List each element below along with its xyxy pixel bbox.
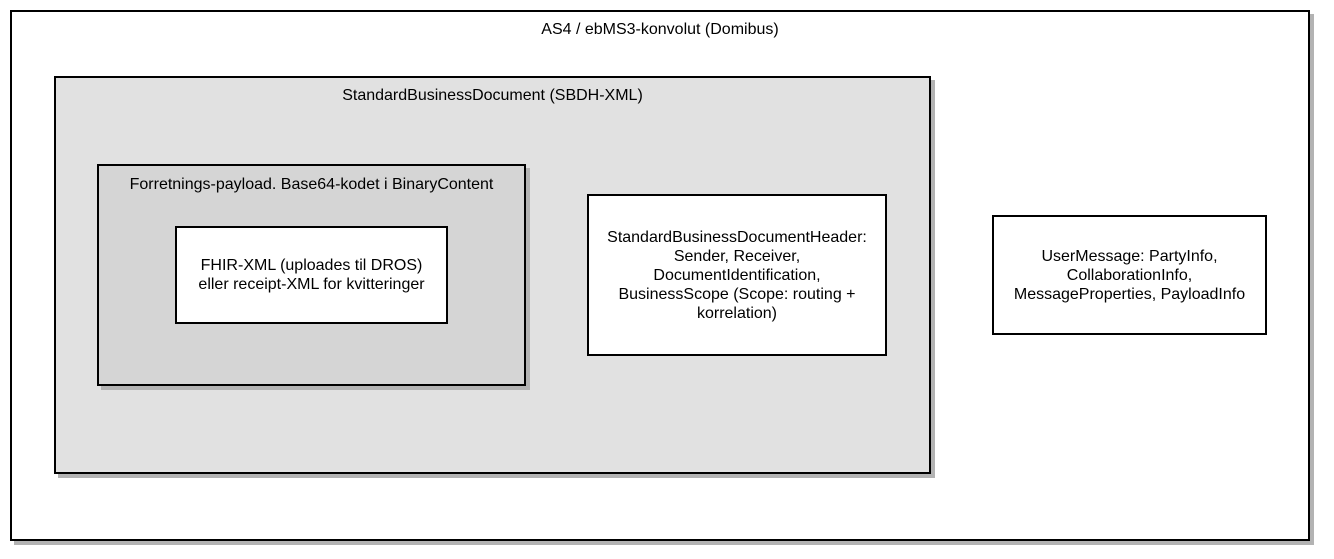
sbdh-line: BusinessScope (Scope: routing + bbox=[618, 285, 856, 303]
sbdh-text: StandardBusinessDocumentHeader: Sender, … bbox=[589, 196, 885, 354]
sbdh-line: StandardBusinessDocumentHeader: bbox=[607, 228, 867, 246]
business-payload-container: Forretnings-payload. Base64-kodet i Bina… bbox=[97, 164, 526, 386]
fhir-text: FHIR-XML (uploades til DROS) eller recei… bbox=[177, 228, 446, 322]
fhir-xml-box: FHIR-XML (uploades til DROS) eller recei… bbox=[175, 226, 448, 324]
fhir-line: eller receipt-XML for kvitteringer bbox=[198, 276, 425, 293]
user-message-line: MessageProperties, PayloadInfo bbox=[1013, 285, 1246, 303]
sbdh-line: Sender, Receiver, bbox=[673, 247, 801, 265]
fhir-line: FHIR-XML (uploades til DROS) bbox=[200, 257, 423, 274]
user-message-line: CollaborationInfo, bbox=[1066, 266, 1193, 284]
sbd-title: StandardBusinessDocument (SBDH-XML) bbox=[342, 87, 643, 104]
user-message-line: UserMessage: PartyInfo, bbox=[1041, 247, 1218, 265]
user-message-box: UserMessage: PartyInfo, CollaborationInf… bbox=[992, 215, 1267, 335]
sbdh-line: DocumentIdentification, bbox=[653, 266, 821, 284]
payload-title: Forretnings-payload. Base64-kodet i Bina… bbox=[129, 176, 494, 193]
envelope-title: AS4 / ebMS3-konvolut (Domibus) bbox=[541, 21, 779, 38]
user-message-text: UserMessage: PartyInfo, CollaborationInf… bbox=[994, 217, 1265, 333]
sbdh-line: korrelation) bbox=[696, 304, 777, 322]
sbdh-box: StandardBusinessDocumentHeader: Sender, … bbox=[587, 194, 887, 356]
